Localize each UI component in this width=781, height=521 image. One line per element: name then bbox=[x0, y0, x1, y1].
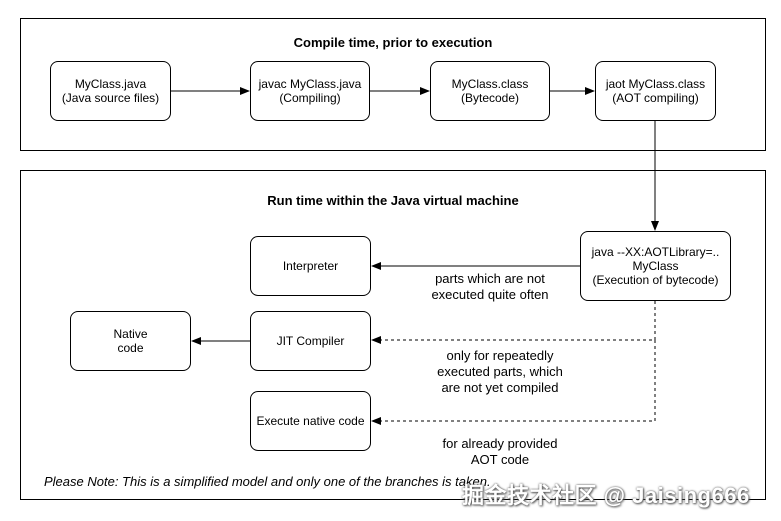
runtime-title: Run time within the Java virtual machine bbox=[267, 193, 519, 208]
node-bytecode: MyClass.class (Bytecode) bbox=[430, 61, 550, 121]
edge-label-jit-line3: are not yet compiled bbox=[441, 380, 559, 395]
simplified-model-note: Please Note: This is a simplified model … bbox=[44, 474, 491, 489]
edge-label-exec-native: for already provided AOT code bbox=[410, 436, 590, 468]
edge-label-exec-native-line2: AOT code bbox=[470, 452, 530, 467]
node-jit-compiler-line1: JIT Compiler bbox=[276, 334, 345, 348]
edge-label-interpreter-line2: executed quite often bbox=[431, 287, 549, 302]
node-execute-native-code-line1: Execute native code bbox=[256, 414, 365, 428]
node-native-code-line2: code bbox=[117, 341, 144, 355]
node-interpreter: Interpreter bbox=[250, 236, 371, 296]
node-execute-native-code: Execute native code bbox=[250, 391, 371, 451]
edge-label-jit-line1: only for repeatedly bbox=[446, 348, 554, 363]
edge-label-jit: only for repeatedly executed parts, whic… bbox=[410, 348, 590, 396]
node-source-files-line2: (Java source files) bbox=[61, 91, 160, 105]
node-java-exec: java --XX:AOTLibrary=.. MyClass (Executi… bbox=[580, 231, 731, 301]
node-bytecode-line2: (Bytecode) bbox=[460, 91, 520, 105]
node-source-files-line1: MyClass.java bbox=[74, 77, 147, 91]
node-javac-line1: javac MyClass.java bbox=[258, 77, 362, 91]
node-java-exec-line3: (Execution of bytecode) bbox=[592, 273, 719, 287]
node-jaot-line1: jaot MyClass.class bbox=[605, 77, 706, 91]
node-interpreter-line1: Interpreter bbox=[282, 259, 339, 273]
node-native-code-line1: Native bbox=[113, 327, 148, 341]
edge-label-jit-line2: executed parts, which bbox=[437, 364, 563, 379]
node-javac: javac MyClass.java (Compiling) bbox=[250, 61, 370, 121]
node-jaot-line2: (AOT compiling) bbox=[612, 91, 699, 105]
edge-label-interpreter-line1: parts which are not bbox=[435, 271, 545, 286]
node-java-exec-line1: java --XX:AOTLibrary=.. bbox=[591, 245, 720, 259]
node-jit-compiler: JIT Compiler bbox=[250, 311, 371, 371]
node-jaot: jaot MyClass.class (AOT compiling) bbox=[595, 61, 716, 121]
node-native-code: Native code bbox=[70, 311, 191, 371]
watermark: 掘金技术社区 @ Jaising666 bbox=[462, 483, 750, 508]
edge-label-interpreter: parts which are not executed quite often bbox=[400, 271, 580, 303]
node-javac-line2: (Compiling) bbox=[279, 91, 341, 105]
edge-label-exec-native-line1: for already provided bbox=[442, 436, 558, 451]
compile-time-title: Compile time, prior to execution bbox=[293, 35, 493, 50]
node-source-files: MyClass.java (Java source files) bbox=[50, 61, 171, 121]
node-java-exec-line2: MyClass bbox=[632, 259, 679, 273]
node-bytecode-line1: MyClass.class bbox=[451, 77, 529, 91]
